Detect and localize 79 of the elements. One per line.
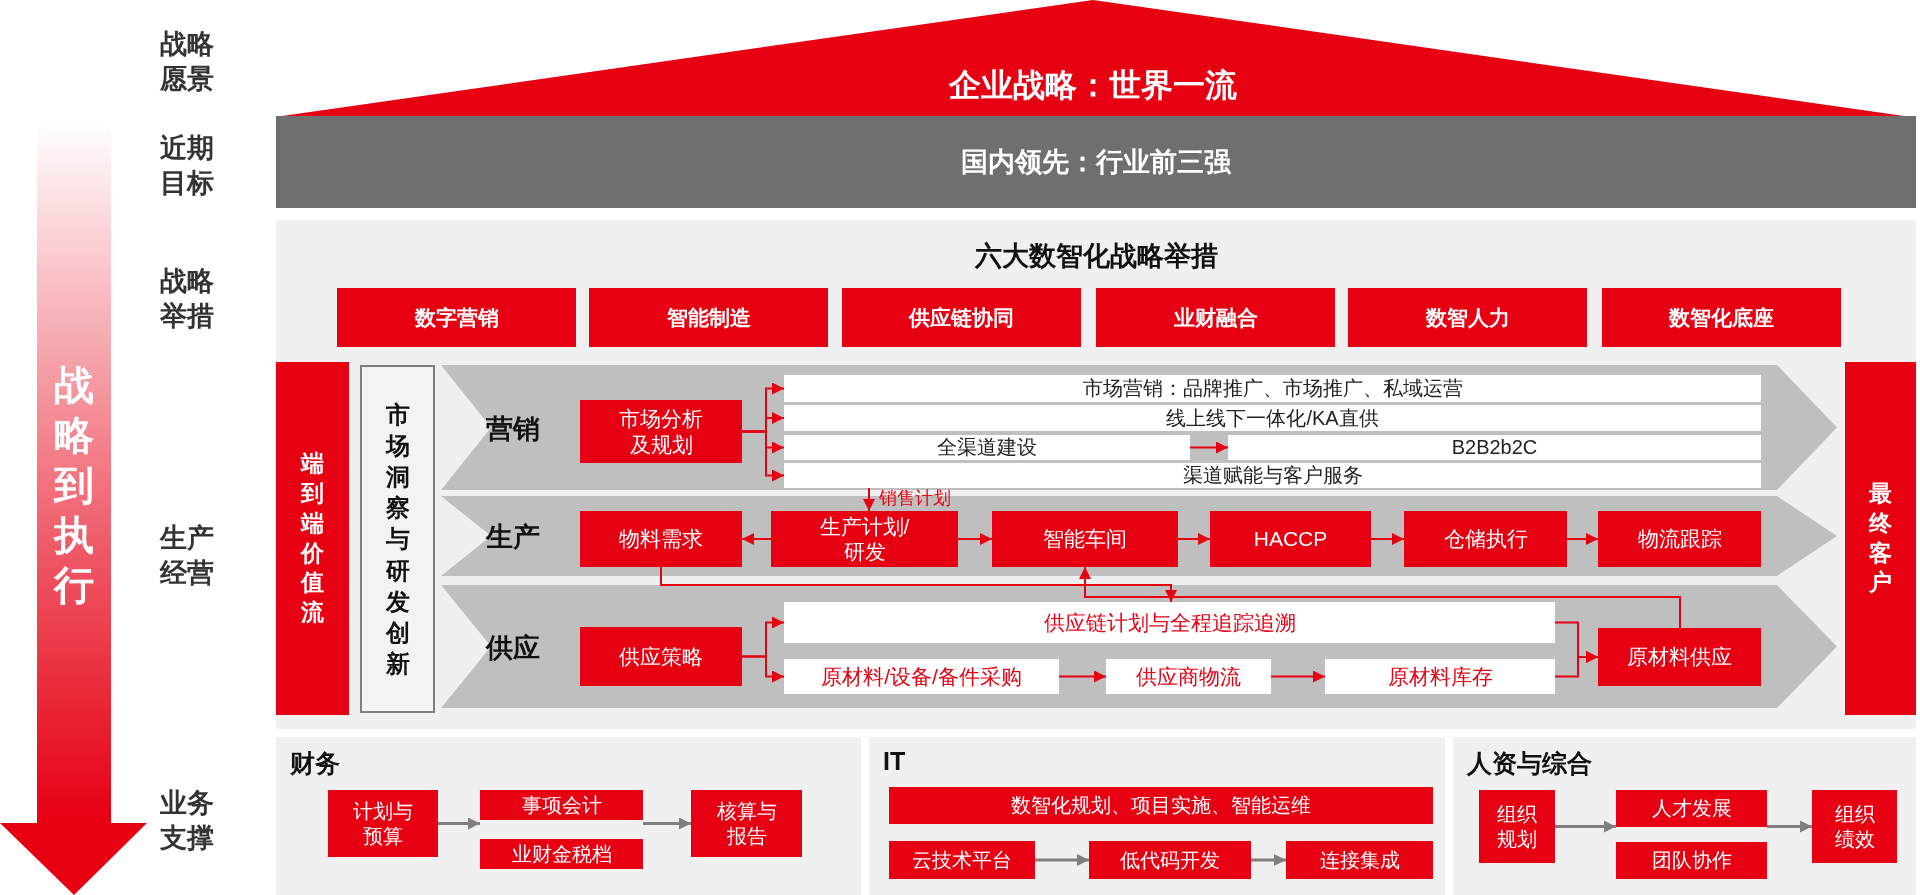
arrow: [1555, 820, 1616, 833]
arrow: [1189, 441, 1229, 454]
step-box: 供应策略: [580, 627, 742, 686]
task-bar: 线上线下一体化/KA直供: [784, 405, 1761, 431]
panel-heading: 六大数智化战略举措: [973, 240, 1219, 273]
panel-heading: 人资与综合: [1467, 748, 1592, 779]
arrow: [1058, 670, 1107, 683]
panel-heading: 财务: [290, 748, 340, 779]
task-bar: B2B2b2C: [1228, 435, 1761, 460]
support-box: 事项会计: [480, 790, 643, 820]
process-band: [441, 365, 1837, 490]
task-bar: 供应商物流: [1106, 659, 1271, 694]
initiative-box: 数字营销: [337, 288, 576, 347]
row-heading: 供应: [486, 631, 540, 665]
panel-heading: IT: [883, 747, 906, 776]
support-box: 人才发展: [1616, 790, 1767, 827]
task-bar: 原材料库存: [1325, 659, 1555, 694]
arrow: [660, 566, 1177, 603]
task-bar: 供应链计划与全程追踪追溯: [784, 602, 1555, 643]
support-panel: [276, 737, 861, 895]
support-box: 云技术平台: [889, 841, 1035, 879]
support-box: 数智化规划、项目实施、智能运维: [889, 787, 1433, 824]
arrow: [1767, 820, 1812, 833]
task-bar: 原材料/设备/备件采购: [784, 659, 1059, 694]
arrow: [1566, 533, 1599, 545]
task-bar: 市场营销：品牌推广、市场推广、私域运营: [784, 375, 1761, 402]
arrow: [643, 817, 691, 830]
step-box: 智能车间: [992, 511, 1178, 567]
initiatives-panel: [276, 220, 1916, 729]
step-box: HACCP: [1210, 511, 1371, 567]
task-bar: 全渠道建设: [784, 435, 1190, 460]
support-box: 计划与预算: [328, 790, 438, 857]
initiative-box: 智能制造: [589, 288, 828, 347]
arrow: [1554, 651, 1599, 678]
initiative-box: 数智化底座: [1602, 288, 1841, 347]
arrow: [1079, 566, 1681, 629]
support-box: 连接集成: [1286, 841, 1433, 879]
arrow: [957, 533, 993, 545]
arrow: [1035, 854, 1089, 866]
value-stream-bar: 最终客户: [1845, 362, 1916, 715]
step-box: 仓储执行: [1404, 511, 1567, 567]
support-box: 低代码开发: [1089, 841, 1251, 879]
step-box: 生产计划/研发: [771, 511, 958, 567]
arrow: [863, 487, 875, 512]
insight-box: 市场洞察与研发创新: [360, 365, 435, 713]
row-label: 近期目标: [160, 132, 215, 200]
arrow: [741, 655, 785, 683]
arrow: [741, 533, 772, 545]
support-panel: [869, 737, 1445, 895]
support-box: 组织绩效: [1812, 790, 1897, 863]
initiative-box: 业财融合: [1096, 288, 1335, 347]
arrow: [1270, 670, 1326, 683]
row-heading: 营销: [486, 412, 540, 446]
support-panel: [1453, 737, 1916, 895]
step-box: 物料需求: [580, 511, 742, 567]
row-label: 业务支撑: [160, 787, 215, 855]
value-stream-bar: 端到端价值流: [276, 362, 349, 715]
arrow: [741, 430, 785, 482]
row-label: 战略愿景: [160, 28, 215, 96]
task-bar: 渠道赋能与客户服务: [784, 463, 1761, 488]
step-box: 物流跟踪: [1598, 511, 1761, 567]
process-band: [441, 585, 1837, 708]
initiative-box: 数智人力: [1348, 288, 1587, 347]
support-box: 组织规划: [1479, 790, 1555, 863]
row-label: 战略举措: [160, 265, 215, 333]
edge-label: 销售计划: [879, 486, 951, 510]
arrow: [438, 817, 480, 830]
initiative-box: 供应链协同: [842, 288, 1081, 347]
row-label: 生产经营: [160, 522, 215, 590]
arrow: [1177, 533, 1211, 545]
support-box: 业财金税档: [480, 839, 643, 869]
step-box: 市场分析及规划: [580, 400, 742, 463]
arrow: [1251, 854, 1286, 866]
support-box: 核算与报告: [691, 790, 802, 857]
goal-banner: 国内领先：行业前三强: [276, 116, 1916, 208]
arrow: [1370, 533, 1405, 545]
step-box: 原材料供应: [1598, 628, 1761, 686]
support-box: 团队协作: [1616, 842, 1767, 879]
row-heading: 生产: [486, 521, 540, 554]
